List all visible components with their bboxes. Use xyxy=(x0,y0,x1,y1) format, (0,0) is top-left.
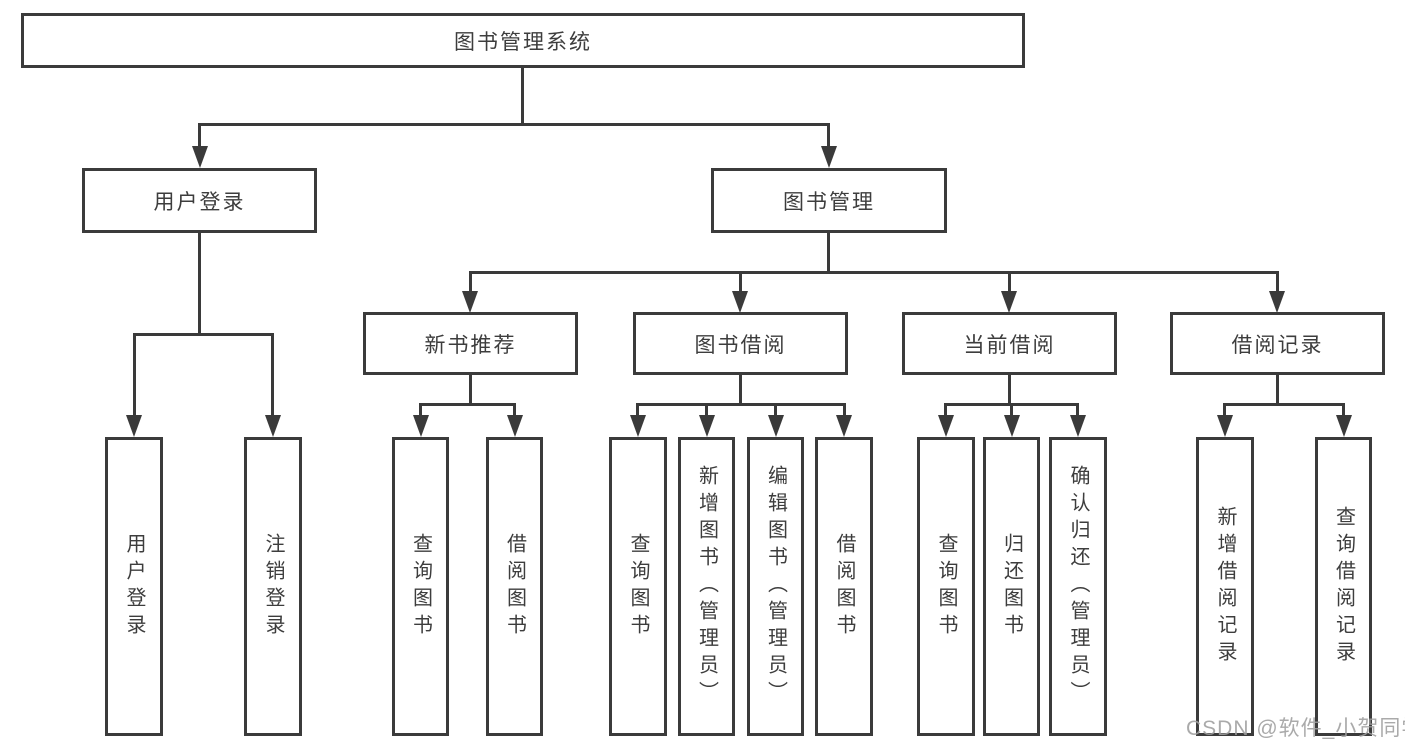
node-borrow-records-label: 借阅记录 xyxy=(1231,333,1324,357)
arrow-icon xyxy=(821,146,837,168)
leaf-query-books-recommend: 查询图书 xyxy=(392,437,449,736)
connector-line xyxy=(1076,403,1079,417)
leaf-add-borrow-record-label: 新增借阅记录 xyxy=(1214,505,1236,668)
connector-line xyxy=(1223,403,1226,417)
leaf-edit-book-admin: 编辑图书（管理员） xyxy=(747,437,804,736)
connector-line xyxy=(469,271,1279,274)
connector-line xyxy=(705,403,708,417)
leaf-query-borrow-record: 查询借阅记录 xyxy=(1315,437,1372,736)
connector-line xyxy=(827,233,830,274)
node-user-login: 用户登录 xyxy=(82,168,317,233)
leaf-borrow-books-recommend-label: 借阅图书 xyxy=(503,532,526,641)
arrow-icon xyxy=(836,415,852,437)
arrow-icon xyxy=(126,415,142,437)
arrow-icon xyxy=(1217,415,1233,437)
node-new-book-recommend: 新书推荐 xyxy=(363,312,578,375)
leaf-query-books-borrowing: 查询图书 xyxy=(609,437,667,736)
arrow-icon xyxy=(1269,291,1285,313)
connector-line xyxy=(636,403,639,417)
connector-line xyxy=(469,375,472,406)
arrow-icon xyxy=(462,291,478,313)
node-book-borrowing: 图书借阅 xyxy=(633,312,848,375)
connector-line xyxy=(1276,271,1279,293)
connector-line xyxy=(739,375,742,406)
csdn-watermark: CSDN @软件_小贺同学 xyxy=(1186,717,1405,740)
arrow-icon xyxy=(630,415,646,437)
connector-line xyxy=(521,68,524,126)
node-new-book-recommend-label: 新书推荐 xyxy=(424,333,517,357)
connector-line xyxy=(271,333,274,417)
connector-line xyxy=(133,333,136,417)
connector-line xyxy=(419,403,422,417)
node-book-management: 图书管理 xyxy=(711,168,947,233)
leaf-add-book-admin-label: 新增图书（管理员） xyxy=(695,465,718,708)
arrow-icon xyxy=(1001,291,1017,313)
connector-line xyxy=(636,403,846,406)
leaf-edit-book-admin-label: 编辑图书（管理员） xyxy=(764,465,787,708)
connector-line xyxy=(133,333,274,336)
leaf-query-books-current: 查询图书 xyxy=(917,437,975,736)
connector-line xyxy=(739,271,742,293)
arrow-icon xyxy=(699,415,715,437)
node-user-login-label: 用户登录 xyxy=(153,190,246,214)
arrow-icon xyxy=(768,415,784,437)
node-current-borrowing: 当前借阅 xyxy=(902,312,1117,375)
arrow-icon xyxy=(732,291,748,313)
leaf-return-books-label: 归还图书 xyxy=(1000,532,1023,641)
leaf-borrow-books-borrowing: 借阅图书 xyxy=(815,437,873,736)
connector-line xyxy=(1008,375,1011,406)
leaf-confirm-return-admin: 确认归还（管理员） xyxy=(1049,437,1107,736)
leaf-user-login: 用户登录 xyxy=(105,437,163,736)
node-root: 图书管理系统 xyxy=(21,13,1025,68)
leaf-confirm-return-admin-label: 确认归还（管理员） xyxy=(1067,465,1089,708)
connector-line xyxy=(513,403,516,417)
connector-line xyxy=(843,403,846,417)
node-book-management-label: 图书管理 xyxy=(783,190,875,214)
connector-line xyxy=(1223,403,1345,406)
leaf-borrow-books-borrowing-label: 借阅图书 xyxy=(833,532,855,641)
leaf-query-borrow-record-label: 查询借阅记录 xyxy=(1332,505,1355,668)
node-book-borrowing-label: 图书借阅 xyxy=(694,333,787,357)
connector-line xyxy=(419,403,516,406)
node-current-borrowing-label: 当前借阅 xyxy=(963,333,1056,357)
connector-line xyxy=(469,271,472,293)
connector-line xyxy=(198,123,201,149)
connector-line xyxy=(1276,375,1279,406)
connector-line xyxy=(1008,271,1011,293)
arrow-icon xyxy=(1336,415,1352,437)
arrow-icon xyxy=(265,415,281,437)
node-borrow-records: 借阅记录 xyxy=(1170,312,1385,375)
connector-line xyxy=(774,403,777,417)
leaf-logout-label: 注销登录 xyxy=(262,532,284,641)
connector-line xyxy=(944,403,947,417)
leaf-query-books-current-label: 查询图书 xyxy=(935,532,957,641)
leaf-user-login-label: 用户登录 xyxy=(123,532,145,641)
connector-line xyxy=(1342,403,1345,417)
leaf-query-books-borrowing-label: 查询图书 xyxy=(627,532,649,641)
leaf-logout: 注销登录 xyxy=(244,437,302,736)
leaf-borrow-books-recommend: 借阅图书 xyxy=(486,437,543,736)
connector-line xyxy=(198,233,201,336)
connector-line xyxy=(827,123,830,149)
leaf-query-books-recommend-label: 查询图书 xyxy=(409,532,432,641)
arrow-icon xyxy=(1070,415,1086,437)
node-root-label: 图书管理系统 xyxy=(454,30,592,54)
leaf-add-book-admin: 新增图书（管理员） xyxy=(678,437,735,736)
leaf-add-borrow-record: 新增借阅记录 xyxy=(1196,437,1254,736)
arrow-icon xyxy=(507,415,523,437)
arrow-icon xyxy=(413,415,429,437)
connector-line xyxy=(198,123,830,126)
arrow-icon xyxy=(938,415,954,437)
arrow-icon xyxy=(192,146,208,168)
connector-line xyxy=(1010,403,1013,417)
leaf-return-books: 归还图书 xyxy=(983,437,1040,736)
arrow-icon xyxy=(1004,415,1020,437)
